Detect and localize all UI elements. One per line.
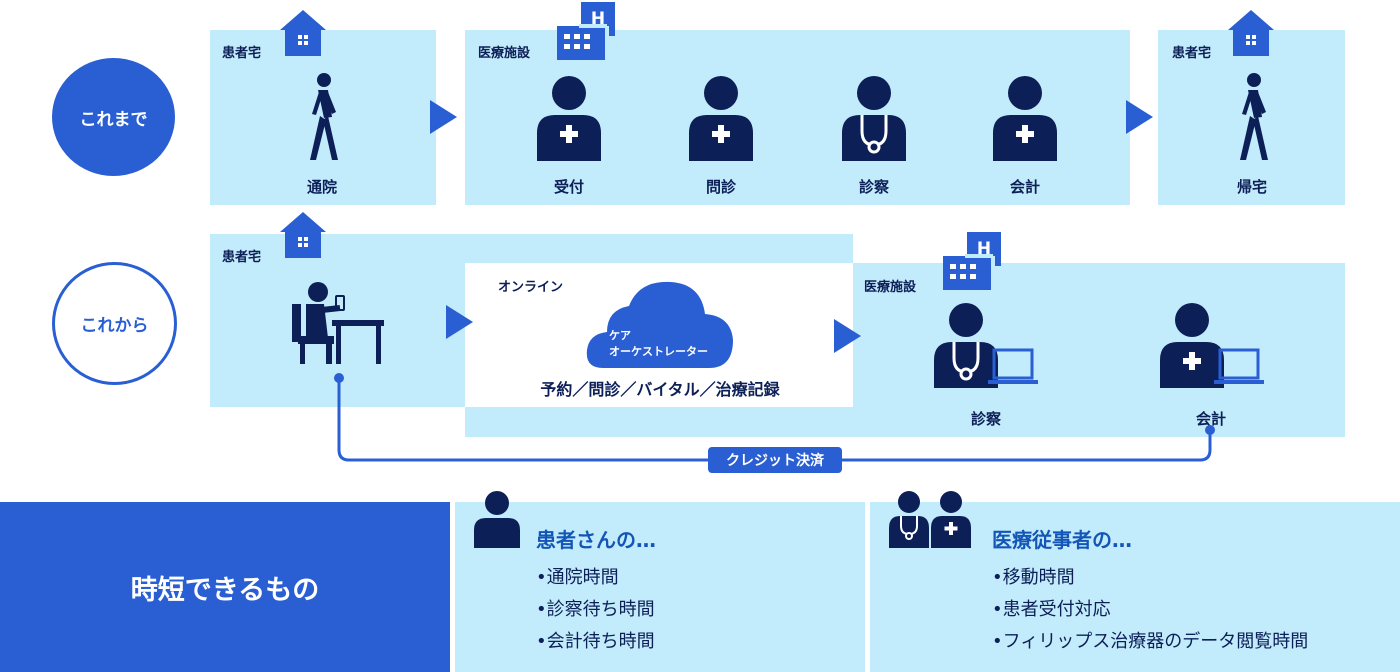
house-icon [1226, 8, 1276, 58]
arrow-icon [834, 319, 861, 353]
before-circle-label: これまで [79, 109, 148, 130]
patient-item: •通院時間 [536, 567, 619, 588]
receptionist-icon [689, 75, 753, 161]
patient-item: •診察待ち時間 [536, 599, 655, 620]
walking-person-icon [1232, 72, 1272, 162]
arrow-icon [430, 100, 457, 134]
time-saving-heading-panel: 時短できるもの [0, 502, 450, 672]
cloud-text-line1: ケア [609, 329, 631, 342]
cloud-icon [586, 281, 733, 368]
desk-person-icon [292, 282, 384, 364]
online-caption: 予約／問診／バイタル／治療記録 [540, 380, 780, 399]
online-title: オンライン [498, 280, 564, 295]
house-icon [278, 8, 328, 58]
staff-title: 医療従事者の… [992, 528, 1132, 552]
patient-item: •会計待ち時間 [536, 631, 655, 652]
after-step-payment: 会計 [1195, 410, 1226, 428]
laptop-icon [1214, 348, 1264, 388]
staff-item: •フィリップス治療器のデータ閲覧時間 [992, 631, 1309, 652]
before-home-caption: 通院 [306, 178, 337, 196]
before-return-caption: 帰宅 [1236, 178, 1267, 196]
after-circle: これから [52, 262, 177, 385]
before-home-panel [210, 30, 436, 205]
medical-staff-icon [889, 491, 971, 548]
hospital-icon [941, 230, 1003, 292]
before-step-exam: 診察 [858, 178, 889, 196]
patient-panel [455, 502, 865, 672]
before-step-interview: 問診 [705, 178, 736, 196]
patient-icon [474, 491, 520, 548]
house-icon [278, 210, 328, 260]
receptionist-icon [993, 75, 1057, 161]
before-home-title: 患者宅 [222, 46, 262, 61]
before-step-reception: 受付 [553, 178, 584, 196]
cloud-text-line2: オーケストレーター [609, 345, 708, 358]
payment-badge: クレジット決済 [708, 447, 842, 473]
before-step-payment: 会計 [1009, 178, 1040, 196]
patient-title: 患者さんの… [536, 528, 656, 552]
after-facility-title: 医療施設 [864, 280, 917, 295]
walking-person-icon [302, 72, 342, 162]
after-circle-label: これから [80, 316, 149, 336]
after-step-exam: 診察 [970, 410, 1001, 428]
doctor-icon [842, 75, 906, 161]
before-return-title: 患者宅 [1172, 46, 1212, 61]
arrow-icon [1126, 100, 1153, 134]
time-saving-heading: 時短できるもの [130, 574, 320, 606]
receptionist-icon [537, 75, 601, 161]
staff-item: •移動時間 [992, 567, 1075, 588]
after-home-title: 患者宅 [222, 250, 262, 265]
arrow-icon [446, 305, 473, 339]
before-facility-title: 医療施設 [478, 46, 531, 61]
staff-item: •患者受付対応 [992, 599, 1111, 620]
hospital-icon [555, 0, 617, 62]
before-circle: これまで [52, 58, 175, 176]
